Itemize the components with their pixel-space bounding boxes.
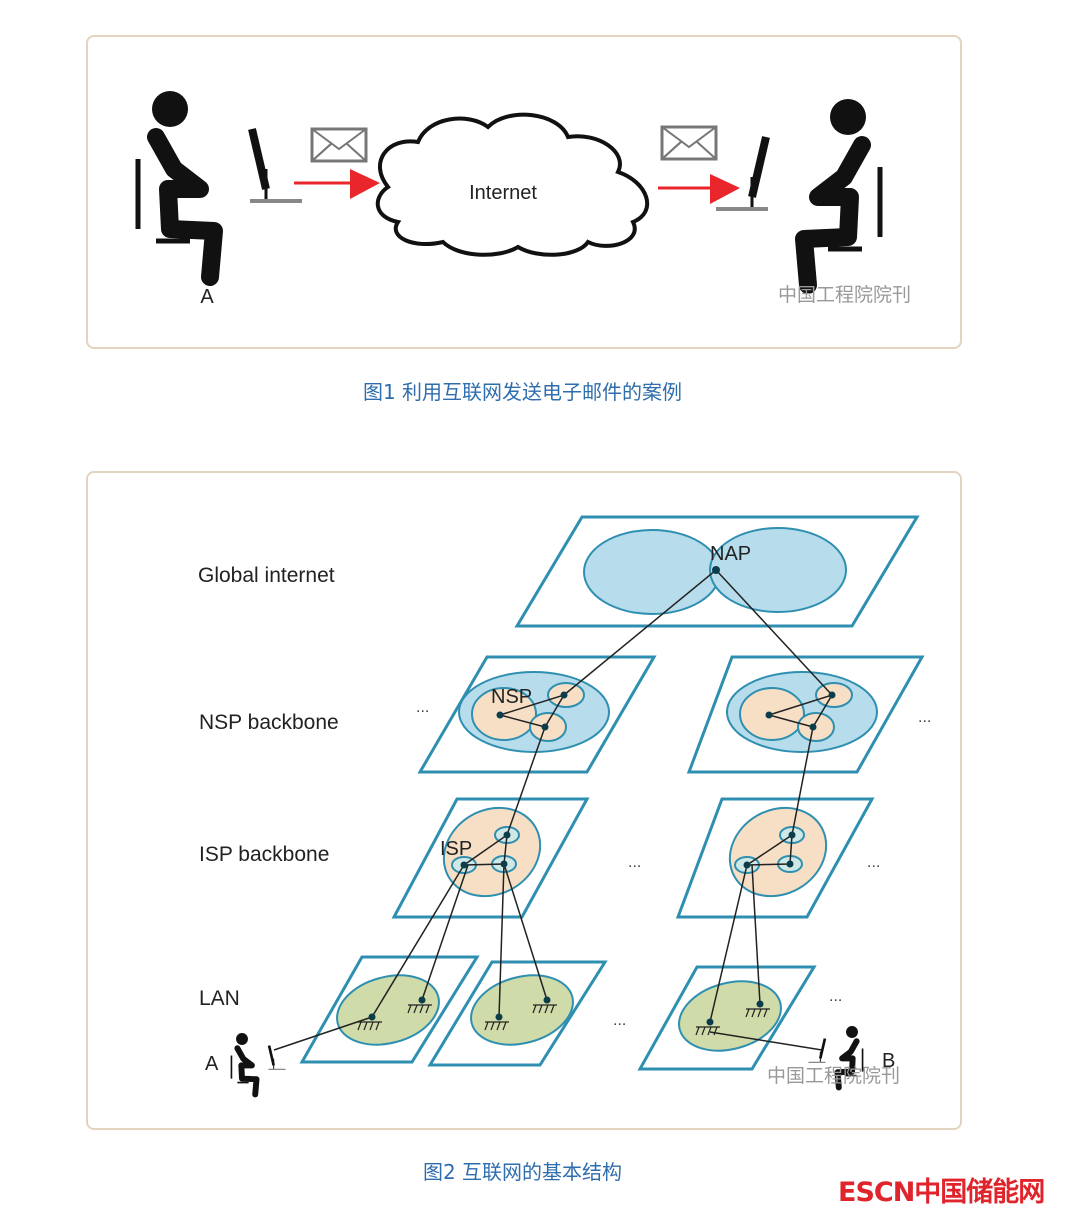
- ellipsis: ...: [613, 1012, 626, 1029]
- person-a-label: A: [205, 1053, 219, 1075]
- cloud-label: Internet: [469, 182, 537, 204]
- arrow-a-to-internet: [294, 169, 380, 199]
- envelope-icon: [310, 127, 368, 163]
- layer-label-nsp: NSP backbone: [199, 711, 339, 734]
- ellipsis: ...: [918, 709, 931, 726]
- ellipsis: ...: [867, 854, 880, 871]
- ellipsis: ...: [416, 699, 429, 716]
- person-a-label: A: [200, 286, 214, 308]
- ellipsis: ...: [628, 854, 641, 871]
- layer-label-isp: ISP backbone: [199, 843, 329, 866]
- nap-label: NAP: [710, 543, 751, 565]
- internet-cloud: [375, 112, 650, 257]
- layer-label-lan: LAN: [199, 987, 240, 1010]
- lan-bus-icons: [357, 1004, 770, 1036]
- watermark: 中国工程院院刊: [767, 1065, 900, 1087]
- person-a-icon: [138, 91, 302, 277]
- arrow-internet-to-b: [658, 174, 740, 204]
- layer-label-global: Global internet: [198, 564, 335, 587]
- email-diagram: Internet A 中国工程院院刊: [88, 37, 911, 308]
- figure-1-caption: 图1 利用互联网发送电子邮件的案例: [362, 380, 683, 404]
- nsp-label: NSP: [491, 686, 532, 708]
- figure-2-caption: 图2 互联网的基本结构: [422, 1160, 623, 1184]
- escn-logo: ESCN中国储能网: [838, 1177, 1045, 1208]
- figure-2-frame: Global internet NSP backbone ISP backbon…: [86, 471, 962, 1130]
- isp-label: ISP: [440, 838, 472, 860]
- ellipsis: ...: [829, 988, 842, 1005]
- person-a-icon: [231, 1033, 285, 1094]
- watermark: 中国工程院院刊: [778, 284, 911, 306]
- envelope-icon: [660, 125, 718, 161]
- person-b-label: B: [882, 1050, 895, 1072]
- figure-1-frame: Internet A 中国工程院院刊: [86, 35, 962, 349]
- person-b-icon: [716, 99, 880, 285]
- internet-structure-diagram: Global internet NSP backbone ISP backbon…: [198, 515, 931, 1128]
